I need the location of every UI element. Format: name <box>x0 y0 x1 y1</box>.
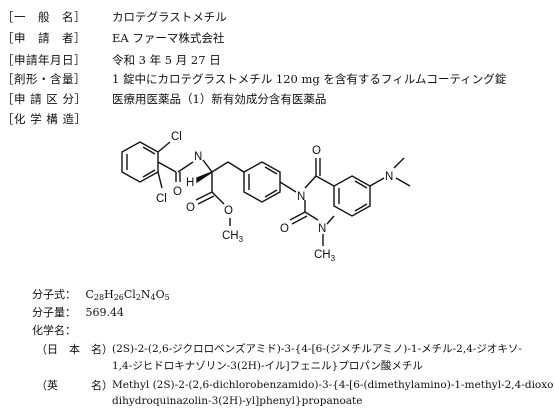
bond-carbonyl-nh <box>177 161 194 173</box>
field-label: ［申 請 者］ <box>2 31 86 45</box>
bond-ester-co-2 <box>197 195 215 205</box>
bond-aryl-nme2 <box>369 177 385 187</box>
field-label: ［一 般 名］ <box>2 10 86 24</box>
phenylene-ring <box>243 161 281 203</box>
field-label: ［化 学 構 造］ <box>2 112 87 126</box>
field-value: カロテグラストメチル <box>112 10 227 24</box>
n-dimethyl-label: N <box>385 171 393 183</box>
chemical-structure-diagram: Cl Cl O N H H O O CH3 N O O N <box>121 131 411 263</box>
formula-row: 分子式： C28H26Cl2N4O5 <box>32 286 170 306</box>
bond-ester-o <box>211 191 225 205</box>
formula-label: 分子式： <box>32 288 76 301</box>
cl-bottom-label: Cl <box>156 193 167 205</box>
bond-phenyl-to-n <box>279 181 297 193</box>
bond-c4-c4a <box>315 175 335 187</box>
o-ester-label: O <box>224 205 233 217</box>
bond-ch2-phenyl <box>227 161 245 173</box>
mw-row: 分子量： 569.44 <box>32 304 124 321</box>
en-name-label: （英 名） <box>36 379 113 392</box>
o-ester-carbonyl-label: O <box>186 202 195 214</box>
mw-value: 569.44 <box>85 306 125 319</box>
n-bottom-label: N <box>318 223 326 235</box>
n-mid-label: N <box>297 191 305 203</box>
o-bottom-label: O <box>280 223 289 235</box>
field-value: 医療用医薬品（1）新有効成分含有医薬品 <box>112 92 327 106</box>
jp-name-line2: 1,4-ジヒドロキナゾリン-3(2H)-イル]フェニル}プロパン酸メチル <box>112 360 423 372</box>
bond-cl-bottom <box>157 171 163 189</box>
bond-cl-top <box>157 141 171 153</box>
bond-c2-n1 <box>304 211 319 221</box>
bond-nme-1 <box>393 157 405 169</box>
field-label: ［申 請 区 分］ <box>2 92 87 106</box>
bond-n3-c4 <box>304 175 317 189</box>
bond-ester-co-1 <box>195 191 213 201</box>
bond-c2-o-1 <box>289 211 306 221</box>
o-amide-label: O <box>173 186 182 198</box>
benzo-ring <box>333 175 371 217</box>
field-value: EA ファーマ株式会社 <box>112 31 225 45</box>
bond-n1-c8a <box>326 215 335 225</box>
n-methyl-label: CH3 <box>314 249 336 263</box>
o-top-label: O <box>312 145 321 157</box>
field-label: ［申請年月日］ <box>2 53 86 67</box>
formula-value: C28H26Cl2N4O5 <box>85 288 170 302</box>
stereo-h-label: H <box>186 177 194 189</box>
bond-c2-o-2 <box>291 215 308 225</box>
en-name-line2: dihydroquinazolin-3(2H)-yl]phenyl}propan… <box>112 395 363 407</box>
stereo-wedge <box>196 171 213 184</box>
jp-name-line1: (2S)-2-(2,6-ジクロロベンズアミド)-3-{4-[6-(ジメチルアミノ… <box>112 343 522 355</box>
nh-n-label: N <box>194 151 202 163</box>
mw-label: 分子量： <box>32 306 76 319</box>
bond-alpha-ch2 <box>211 161 229 173</box>
en-name-line1: Methyl (2S)-2-(2,6-dichlorobenzamido)-3-… <box>112 379 554 391</box>
bond-nme-2 <box>395 177 411 187</box>
field-label: ［剤形・含量］ <box>2 72 86 86</box>
dichlorophenyl-ring <box>121 141 159 183</box>
bond-n-alpha <box>202 159 213 173</box>
cl-top-label: Cl <box>171 131 182 143</box>
chemname-label: 化学名： <box>32 324 76 337</box>
bond-aryl-to-carbonyl <box>157 161 177 173</box>
field-value: 1 錠中にカロテグラストメチル 120 mg を含有するフィルムコーティング錠 <box>112 72 507 86</box>
field-value: 令和 3 年 5 月 27 日 <box>112 53 221 67</box>
jp-name-label: （日 本 名） <box>36 343 113 356</box>
methyl-ester-label: CH3 <box>222 230 244 244</box>
